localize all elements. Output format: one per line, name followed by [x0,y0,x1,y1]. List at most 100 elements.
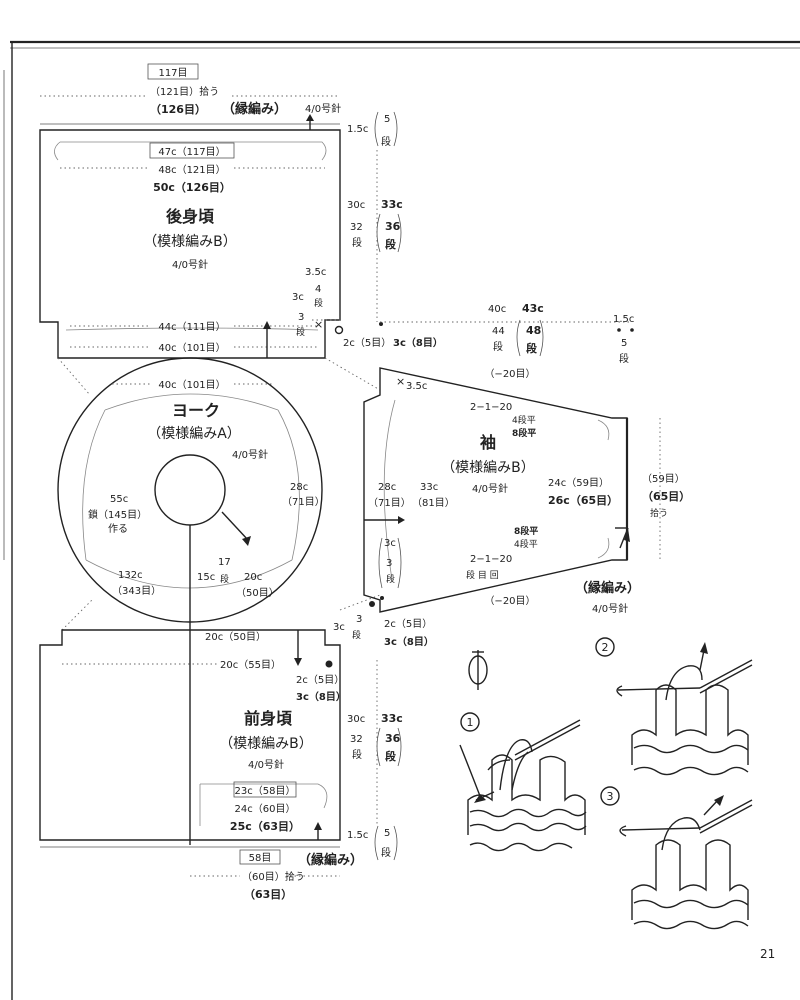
front-side-b: 3c（8目） [384,635,434,648]
sleeve-plain-b: 8段平 [512,427,536,439]
step-3-number: 3 [607,790,614,803]
sleeve-inc-top: （−20目） [484,368,535,380]
sleeve-edging: （縁編み） [575,580,640,596]
back-width-large: 50c（126目） [153,181,231,194]
sleeve-rows-b-unit: 段 [526,341,537,355]
back-rows-a: 32 [350,222,363,233]
yoke-depth-unit: 段 [220,573,229,585]
crochet-hook-symbol [468,650,488,690]
yoke-depth-rows: 17 [218,557,231,568]
sleeve-bottom-cm: 3c [384,538,396,549]
yoke-pattern: （模様編みA） [147,426,241,442]
back-bottom-width-b: 40c（101目） [158,342,225,354]
front-edging-label: （縁編み） [298,852,363,868]
sleeve-inc-rule-bottom: 2−1−20 [470,554,512,565]
back-dec-rows-b-unit: 段 [296,326,305,338]
front-rows-a-unit: 段 [352,748,362,761]
back-dec-cm2: 3c [292,292,304,303]
sleeve-title: 袖 [480,433,496,452]
sleeve-inc-rule-top: 2−1−20 [470,402,512,413]
back-edging-needle: 4/0号針 [305,102,341,115]
sleeve-cross: × [396,375,405,388]
back-width-boxed: 47c（117目） [158,146,225,158]
back-body-title: 後身頃 [166,207,215,226]
yoke-needle: 4/0号針 [232,448,268,461]
sleeve-cuff-a: 24c（59目） [548,477,609,489]
yoke-top-width: 40c（101目） [158,379,225,391]
front-side-c: 2c（5目） [296,674,344,686]
front-edge-cm: 1.5c [347,830,368,841]
front-side-d: 3c（8目） [296,690,346,703]
sleeve-plain-c: 8段平 [514,525,538,537]
front-rows-b-unit: 段 [385,749,396,763]
sleeve-rows-a: 44 [492,326,505,337]
front-side-a: 2c（5目） [384,618,432,630]
back-dec-rows-a: 4 [315,284,321,295]
step-1-number: 1 [467,716,474,729]
sleeve-pickup-label: 拾う [650,507,668,519]
front-rows-b: 36 [385,732,401,745]
back-rows-b-unit: 段 [385,237,396,251]
sleeve-left-b: （71目） [368,497,411,509]
yoke-chain-make: 作る [108,523,128,535]
front-pickup-large: （63目） [244,888,292,901]
yoke-side-b: （71目） [282,496,325,508]
stitch-step-3: 3 [600,786,753,930]
sleeve-bottom-rows: 3 [386,558,392,569]
back-side-b: 3c（8目） [393,336,443,349]
front-length-b: 33c [381,712,403,725]
back-side-a: 2c（5目） [343,337,391,349]
back-pickup-large: （126目） [150,103,206,116]
back-body-pattern: （模様編みB） [143,234,237,250]
sleeve-cap-cm: 3.5c [406,381,427,392]
yoke-piece [57,357,323,845]
yoke-bottom-a: 20c [244,572,262,583]
back-width-mid: 48c（121目） [158,164,225,176]
back-dec-cm: 3.5c [305,267,326,278]
back-pickup-boxed: 117目 [158,68,187,79]
sleeve-len-a: 40c [488,304,506,315]
sleeve-left-a: 28c [378,482,396,493]
stitch-step-2: 2 [595,637,753,776]
yoke-side-a: 28c [290,482,308,493]
front-pickup-box [239,849,281,865]
yoke-title: ヨーク [172,401,220,420]
sleeve-bottom-unit: 段 [386,573,395,585]
sleeve-pickup-a: （59目） [642,473,685,485]
sleeve-mid-b: （81目） [412,497,455,509]
sleeve-len-b: 43c [522,302,544,315]
sleeve-edge-rows: 5 [621,338,627,349]
sleeve-rows-b: 48 [526,324,541,337]
front-width-mid: 24c（60目） [235,803,296,815]
back-dec-cross: × [314,318,323,331]
sleeve-rule-legend: 段 目 回 [466,569,499,581]
yoke-chain-cm: 55c [110,494,128,505]
back-body-needle: 4/0号針 [172,258,208,271]
back-rows-b: 36 [385,220,401,233]
sleeve-edge-cm: 1.5c [613,314,634,325]
front-pickup-mid: （60目）拾う [242,870,305,883]
back-pickup-mid: （121目）拾う [150,85,219,98]
front-corner-rows: 3 [356,614,362,625]
front-corner-cm: 3c [333,622,345,633]
front-edge-rows: 5 [384,828,390,839]
yoke-depth-cm: 15c [197,572,215,583]
front-body-title: 前身頃 [244,709,293,728]
back-pickup-box [147,63,199,80]
back-length-b: 33c [381,198,403,211]
stitch-step-1: 1 [459,712,587,852]
sleeve-pickup-b: （65目） [642,490,690,503]
front-body-pattern: （模様編みB） [219,736,313,752]
front-width-box [233,781,297,798]
back-rows-a-unit: 段 [352,236,362,249]
yoke-chain-sts: 鎖（145目） [88,508,147,521]
sleeve-rows-a-unit: 段 [493,340,503,353]
front-body-piece [39,629,341,848]
header-rules [3,40,800,1000]
sleeve-cuff-b: 26c（65目） [548,494,618,507]
back-edge-rows: 5 [384,114,390,125]
back-length-a: 30c [347,200,365,211]
front-width-large: 25c（63目） [230,820,300,833]
front-neck-a: 20c（50目） [205,631,266,643]
